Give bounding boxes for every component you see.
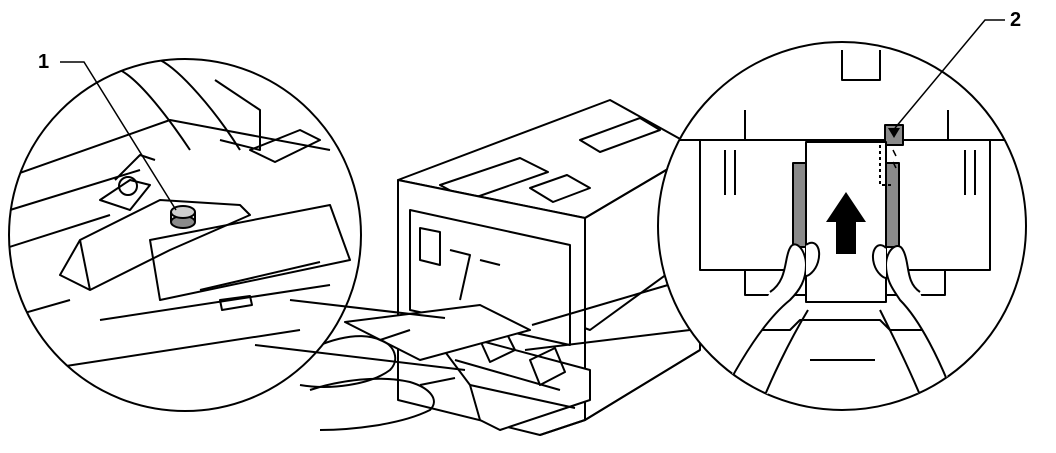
callout-label-2: 2 bbox=[1010, 9, 1021, 31]
callout-label-1: 1 bbox=[38, 51, 49, 73]
triangle-down-icon bbox=[888, 128, 900, 138]
printer bbox=[294, 99, 701, 436]
zoom-circle-left bbox=[8, 58, 466, 412]
callout-2: 2 bbox=[894, 9, 1021, 129]
zoom-circle-right bbox=[524, 41, 1027, 411]
up-arrow-icon bbox=[826, 192, 866, 254]
callout-1: 1 bbox=[38, 51, 177, 211]
